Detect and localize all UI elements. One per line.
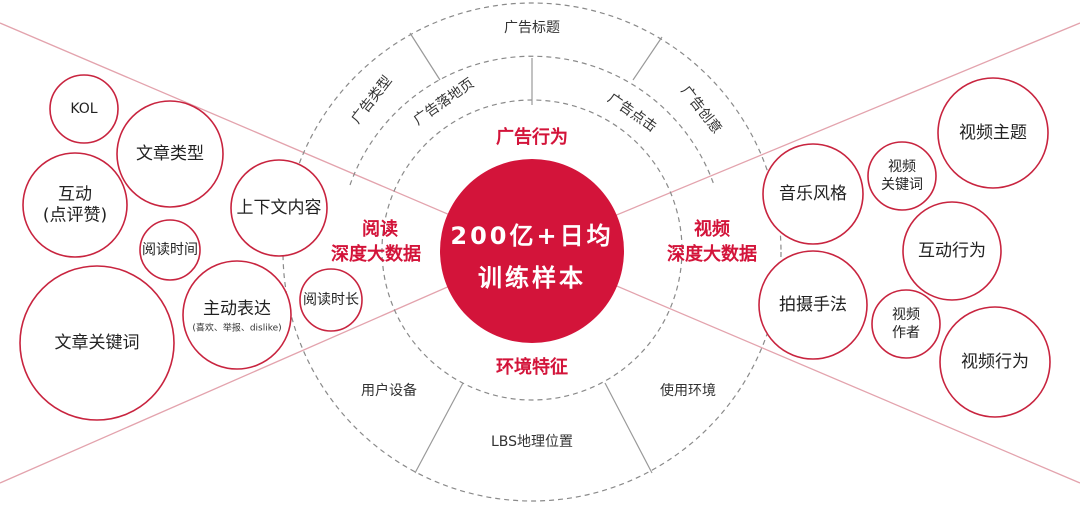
reading-bubble: KOL	[49, 74, 119, 144]
bubble-label: KOL	[70, 101, 97, 117]
divider	[409, 32, 441, 81]
ring-dividers	[409, 32, 663, 474]
ad-item-creative: 广告创意	[677, 82, 725, 137]
reading-bubble: 文章关键词	[19, 265, 175, 421]
video-bubble: 视频主题	[937, 77, 1049, 189]
env-item-lbs: LBS地理位置	[491, 434, 573, 450]
bubble-sublabel: (喜欢、举报、dislike)	[192, 322, 281, 334]
ad-item-title: 广告标题	[504, 20, 560, 36]
bubble-circle	[182, 260, 292, 370]
category-labels: 广告行为 环境特征 阅读 深度大数据 视频 深度大数据	[331, 126, 757, 378]
reading-bubble: 上下文内容	[230, 159, 328, 257]
bubble-label: (点评赞)	[43, 206, 107, 226]
bubble-circle	[139, 219, 201, 281]
bubble-label: 作者	[892, 325, 920, 341]
video-bubble: 音乐风格	[762, 143, 864, 245]
bubble-label: 上下文内容	[237, 198, 322, 218]
bubble-label: 视频主题	[959, 123, 1027, 143]
reading-upper-line	[0, 22, 533, 251]
env-item-device: 用户设备	[361, 382, 417, 399]
divider	[604, 382, 653, 474]
bubbles: KOL文章类型互动(点评赞)阅读时间上下文内容文章关键词主动表达(喜欢、举报、d…	[19, 74, 1051, 421]
video-bubble: 视频行为	[939, 306, 1051, 418]
bubble-label: 互动行为	[918, 241, 986, 261]
reading-bubble: 阅读时间	[139, 219, 201, 281]
bubble-circle	[22, 152, 128, 258]
video-bubble: 拍摄手法	[758, 250, 868, 360]
bubble-label: 阅读时长	[303, 291, 359, 308]
reading-bubble: 主动表达 (喜欢、举报、dislike)	[182, 260, 292, 370]
video-label-line1: 视频	[694, 218, 730, 240]
reading-label-line2: 深度大数据	[331, 243, 421, 265]
reading-bubble: 互动(点评赞)	[22, 152, 128, 258]
bubble-label: 文章关键词	[55, 333, 140, 353]
bubble-label: 互动	[58, 185, 92, 205]
env-item-usage-env: 使用环境	[660, 382, 716, 399]
divider	[414, 382, 464, 474]
outer-dashed-ring	[282, 2, 782, 502]
bubble-label: 视频	[888, 159, 916, 175]
env-feature-label: 环境特征	[496, 356, 568, 378]
bubble-label: 音乐风格	[779, 184, 847, 204]
connector-lines	[0, 22, 1080, 484]
video-upper-line	[531, 22, 1080, 251]
middle-dashed-arc	[349, 55, 715, 186]
bubble-label: 文章类型	[136, 144, 204, 164]
env-items: 用户设备 LBS地理位置 使用环境	[361, 382, 716, 450]
ad-behavior-label: 广告行为	[496, 126, 568, 148]
video-label-line2: 深度大数据	[667, 243, 757, 265]
center-line1: 200亿+日均	[450, 222, 613, 250]
bubble-circle	[230, 159, 328, 257]
bubble-label: 拍摄手法	[779, 295, 847, 315]
bubble-circle	[871, 289, 941, 359]
ad-item-type: 广告类型	[348, 73, 395, 127]
bubble-circle	[939, 306, 1051, 418]
bubble-label: 视频行为	[961, 352, 1029, 372]
center-red-circle	[440, 159, 624, 343]
reading-lower-line	[0, 249, 533, 484]
divider	[632, 36, 663, 81]
bubble-circle	[902, 201, 1002, 301]
bubble-circle	[758, 250, 868, 360]
reading-bubble: 文章类型	[116, 100, 224, 208]
bubble-label: 关键词	[881, 177, 923, 193]
bubble-circle	[867, 141, 937, 211]
center-circle: 200亿+日均 训练样本	[440, 159, 624, 343]
bubble-circle	[49, 74, 119, 144]
bubble-circle	[116, 100, 224, 208]
center-line2: 训练样本	[478, 264, 586, 292]
reading-label-line1: 阅读	[362, 218, 398, 240]
bubble-circle	[19, 265, 175, 421]
bubble-circle	[762, 143, 864, 245]
bubble-circle	[937, 77, 1049, 189]
bubble-label: 视频	[892, 307, 920, 323]
bubble-label: 主动表达	[203, 299, 271, 319]
video-lower-line	[531, 249, 1080, 484]
reading-bubble: 阅读时长	[299, 268, 363, 332]
bubble-circle	[299, 268, 363, 332]
bubble-label: 阅读时间	[142, 241, 198, 258]
ad-item-landing-page: 广告落地页	[411, 75, 478, 128]
video-bubble: 互动行为	[902, 201, 1002, 301]
ad-item-click: 广告点击	[604, 90, 659, 135]
